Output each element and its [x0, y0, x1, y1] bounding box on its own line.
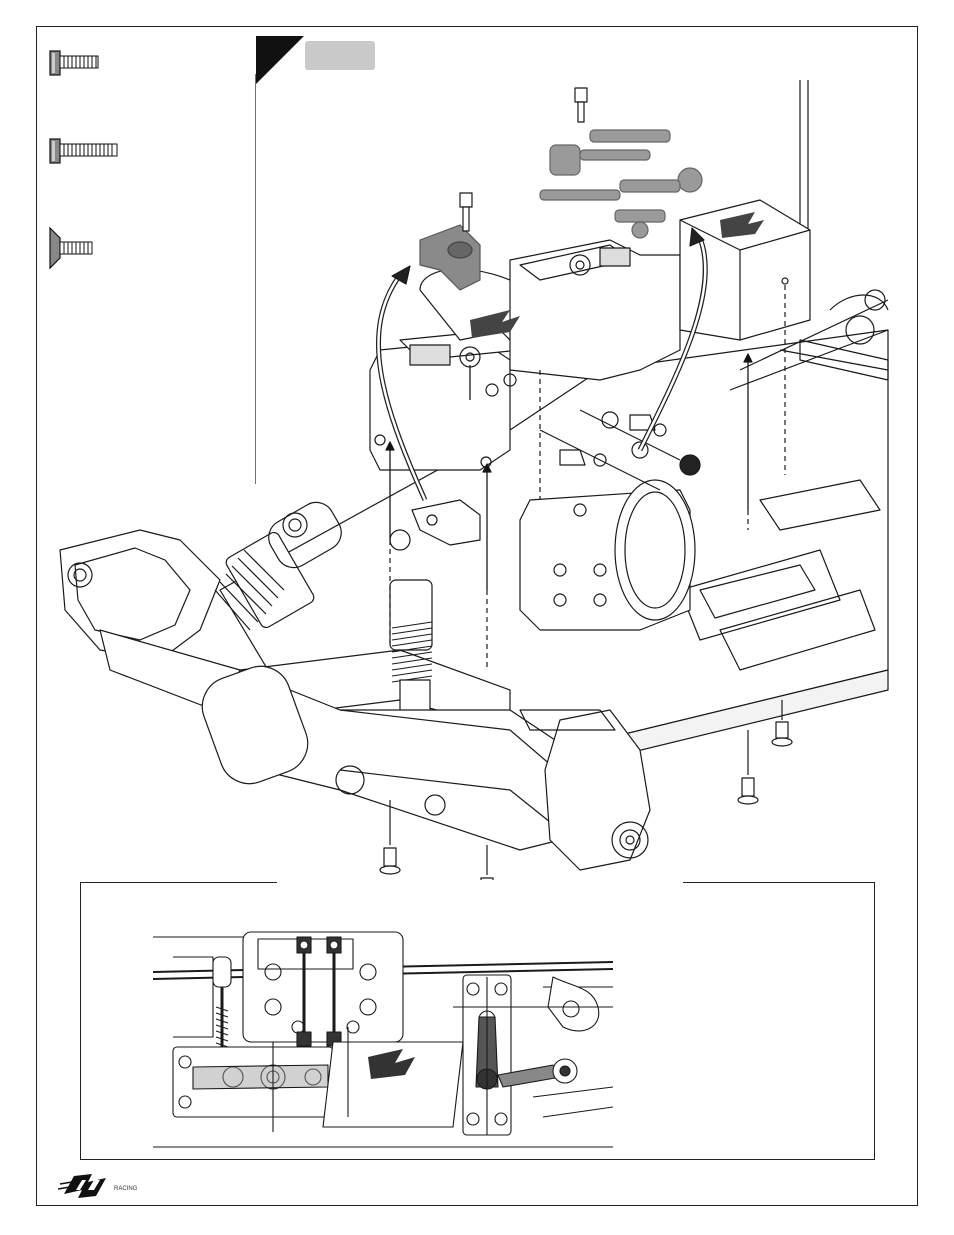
front-shock-left: [214, 501, 342, 631]
receiver-box: [679, 199, 811, 341]
bottom-screw-1-icon: [379, 800, 401, 875]
page-border: [36, 26, 918, 1206]
step-title-tab: [305, 41, 375, 70]
servo-linkage-detail-diagram: [153, 931, 613, 1148]
screw-top-left-icon: [459, 192, 473, 232]
screw-top-right-icon: [574, 87, 588, 123]
cap-screw-long-icon: [49, 138, 118, 164]
logo-subtext: RACING: [114, 1186, 138, 1192]
detail-label-gap: [277, 880, 683, 886]
hb-racing-logo: [58, 1174, 106, 1198]
bottom-screw-5-icon: [771, 700, 793, 747]
bottom-screw-4-icon: [737, 730, 759, 805]
center-differential: [519, 479, 696, 631]
steering-servo: [369, 268, 561, 471]
chassis-exploded-diagram: [59, 80, 889, 909]
step-corner-marker: [256, 36, 304, 84]
parts-list: [49, 50, 256, 484]
cap-screw-short-icon: [49, 50, 99, 76]
throttle-servo: [509, 239, 681, 381]
throttle-brake-linkage: [539, 409, 701, 491]
flat-head-screw-icon: [49, 226, 93, 270]
linkage-exploded-gray: [539, 129, 703, 239]
detail-inset: [80, 880, 875, 1160]
